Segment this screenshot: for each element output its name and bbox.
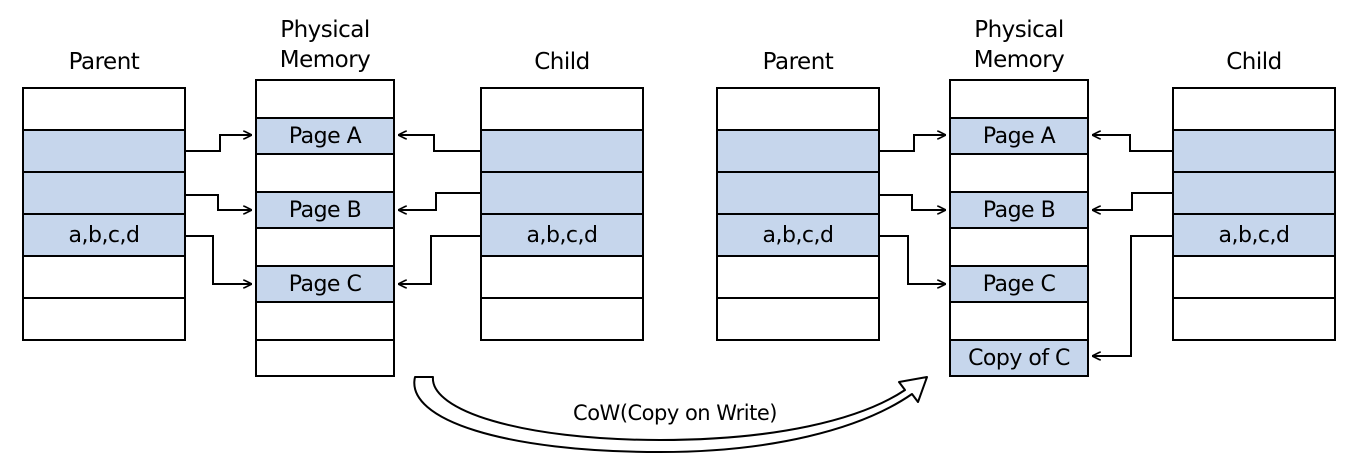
right-parent-to-page-a-arrow [880,135,945,152]
right-memory-page-b: Page B [949,191,1089,229]
left-child-to-page-a-arrow [399,135,480,152]
left-child-title: Child [534,49,590,75]
right-child-row [1172,255,1336,299]
left-parent-row [22,87,186,131]
right-memory-title-line2: Memory [973,47,1065,73]
right-parent-to-page-c-arrow [880,235,945,284]
left-child-row [480,129,644,173]
right-child-to-copy-of-c-arrow [1093,235,1172,356]
left-memory-page-b: Page B [255,191,395,229]
right-child-to-page-a-arrow [1093,135,1172,152]
right-parent-to-page-b-arrow [880,194,945,210]
left-child-to-page-c-arrow [399,235,480,284]
left-child-row [480,297,644,341]
left-memory-title-line1: Physical [280,17,370,43]
right-parent-row [716,255,880,299]
right-memory-title-line1: Physical [974,17,1064,43]
left-child-row [480,171,644,215]
right-child-to-page-b-arrow [1093,192,1172,210]
left-parent-to-page-a-arrow [186,135,251,152]
left-child-to-page-b-arrow [399,192,480,210]
right-child-row [1172,171,1336,215]
right-parent-row [716,171,880,215]
left-memory-row [255,227,395,267]
right-memory-copy-of-c: Copy of C [949,339,1089,377]
left-parent-to-page-b-arrow [186,194,251,210]
left-parent-row [22,297,186,341]
right-memory-row [949,301,1089,341]
right-child-title: Child [1226,49,1282,75]
left-parent-row [22,255,186,299]
left-memory-title-line2: Memory [279,47,371,73]
left-child-row [480,255,644,299]
left-parent-title: Parent [68,49,140,75]
right-memory-page-a: Page A [949,117,1089,155]
cow-curved-arrow [413,376,928,453]
right-parent-row [716,297,880,341]
left-memory-row [255,339,395,377]
left-parent-to-page-c-arrow [186,235,251,284]
left-memory-page-c: Page C [255,265,395,303]
cow-label: CoW(Copy on Write) [573,401,777,425]
right-parent-title: Parent [762,49,834,75]
right-child-row [1172,297,1336,341]
